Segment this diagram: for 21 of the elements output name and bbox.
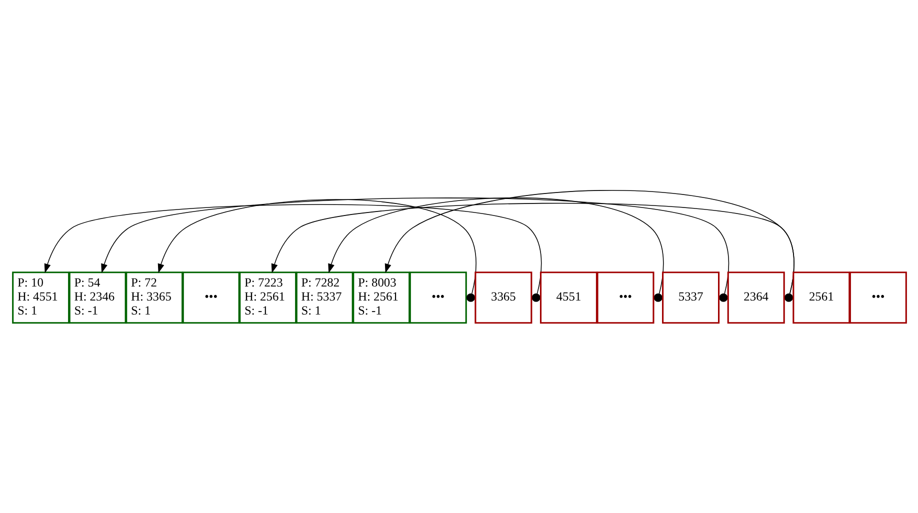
node-box: ••• xyxy=(848,272,906,324)
node-box: P: 7223 H: 2561 S: -1 xyxy=(238,272,296,324)
arrow xyxy=(384,190,794,294)
node-box: 2364 xyxy=(726,272,784,324)
node-box: 4551 xyxy=(539,272,597,324)
node-circle xyxy=(466,293,475,302)
node-box: 5337 xyxy=(662,272,720,324)
node-box: P: 54 H: 2346 S: -1 xyxy=(68,272,126,324)
node-box: P: 7282 H: 5337 S: 1 xyxy=(295,272,353,324)
node-box: ••• xyxy=(596,272,654,324)
node-box: 2561 xyxy=(792,272,850,324)
node-box: P: 72 H: 3365 S: 1 xyxy=(125,272,183,324)
node-box: P: 8003 H: 2561 S: -1 xyxy=(352,272,410,324)
node-circle xyxy=(784,293,793,302)
node-box: 3365 xyxy=(474,272,532,324)
node-box: ••• xyxy=(408,272,466,324)
node-circle xyxy=(653,293,662,302)
node-box: P: 10 H: 4551 S: 1 xyxy=(12,272,70,324)
node-circle xyxy=(531,293,540,302)
node-circle xyxy=(718,293,728,302)
node-box: ••• xyxy=(182,272,240,324)
